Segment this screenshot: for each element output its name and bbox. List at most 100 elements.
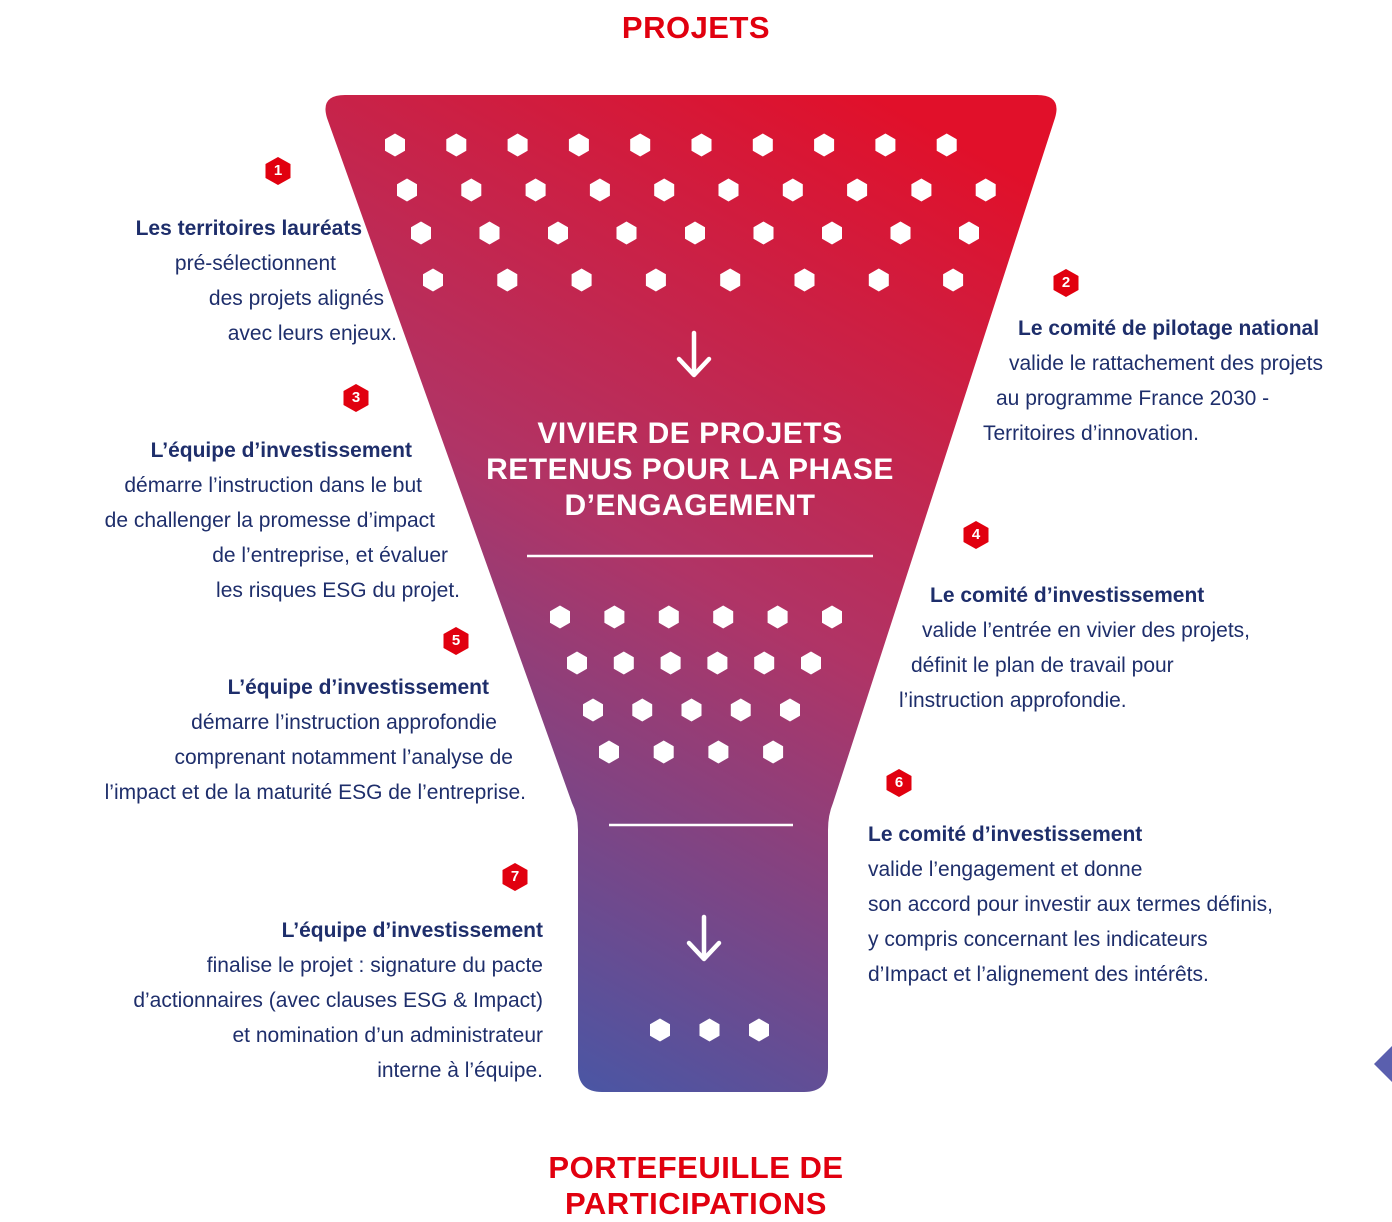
hexagon-icon (571, 268, 592, 292)
hexagon-icon (630, 133, 651, 157)
hexagon-icon (847, 178, 868, 202)
hexagon-icon (708, 740, 729, 764)
step-line: définit le plan de travail pour (911, 654, 1174, 677)
hexagon-icon (801, 651, 821, 675)
hexagon-icon (959, 221, 979, 245)
hexagon-icon (583, 698, 603, 722)
step-line: l’instruction approfondie. (899, 689, 1127, 712)
hexagon-icon (548, 221, 568, 245)
step-3-badge: 3 (341, 383, 371, 413)
step-line: son accord pour investir aux termes défi… (868, 893, 1274, 916)
pool-title-line: D’ENGAGEMENT (564, 489, 816, 522)
step-2-badge: 2 (1051, 268, 1081, 298)
step-line: y compris concernant les indicateurs (868, 928, 1208, 951)
top-title: PROJETS (621, 10, 771, 45)
step-line: pré-sélectionnent (174, 252, 336, 275)
hexagon-icon (525, 178, 546, 202)
bottom-title-line: PARTICIPATIONS (565, 1186, 827, 1221)
step-line: valide l’engagement et donne (868, 858, 1143, 881)
step-line: finalise le projet : signature du pacte (206, 954, 543, 977)
hexagon-icon (943, 268, 964, 292)
hexagon-icon (753, 221, 774, 245)
hexagon-icon (599, 740, 619, 764)
hexagon-icon (718, 178, 739, 202)
step-line: de challenger la promesse d’impact (104, 509, 435, 532)
hexagon-icon (730, 698, 751, 722)
step-title: Les territoires lauréats (135, 217, 362, 240)
hexagon-icon (754, 651, 775, 675)
step-line: des projets alignés (208, 287, 384, 310)
step-line: Territoires d’innovation. (983, 422, 1199, 445)
step-1-text: Les territoires lauréats pré-sélectionne… (135, 211, 397, 351)
hexagon-icon (616, 221, 637, 245)
hexagon-icon (707, 651, 728, 675)
hexagon-icon (589, 178, 610, 202)
hexagon-icon (654, 178, 675, 202)
hexagon-icon (568, 133, 589, 157)
step-line: comprenant notamment l’analyse de (174, 746, 513, 769)
pool-title: VIVIER DE PROJETS RETENUS POUR LA PHASE … (460, 416, 920, 524)
step-6-text: Le comité d’investissement valide l’enga… (868, 817, 1273, 992)
step-line: démarre l’instruction dans le but (124, 474, 422, 497)
step-6-badge: 6 (884, 768, 914, 798)
hexagon-icon (875, 133, 896, 157)
step-4-badge: 4 (961, 520, 991, 550)
hexagon-icon (567, 651, 587, 675)
hexagon-dots (385, 133, 996, 1042)
hexagon-icon (713, 605, 734, 629)
hexagon-icon (604, 605, 625, 629)
hexagon-icon (411, 221, 431, 245)
hexagon-icon (479, 221, 500, 245)
hexagon-icon (385, 133, 405, 157)
step-3-text: L’équipe d’investissement démarre l’inst… (105, 433, 460, 608)
hexagon-icon (685, 221, 705, 245)
step-line: valide l’entrée en vivier des projets, (922, 619, 1251, 642)
hexagon-icon (691, 133, 712, 157)
hexagon-icon (497, 268, 518, 292)
funnel-shape (325, 95, 1057, 1092)
hexagon-icon (681, 698, 702, 722)
hexagon-icon (911, 178, 932, 202)
hexagon-icon (890, 221, 911, 245)
hexagon-icon (653, 740, 674, 764)
pool-title-line: VIVIER DE PROJETS (537, 417, 843, 450)
hexagon-icon (782, 178, 803, 202)
hexagon-icon (423, 268, 443, 292)
step-line: valide le rattachement des projets (1009, 352, 1324, 375)
hexagon-icon (936, 133, 957, 157)
down-arrow-icon (686, 914, 722, 962)
hexagon-icon (749, 1018, 769, 1042)
step-line: au programme France 2030 - (996, 387, 1270, 410)
hexagon-icon (822, 605, 842, 629)
hexagon-icon (446, 133, 467, 157)
step-line: interne à l’équipe. (377, 1059, 543, 1082)
hexagon-icon (461, 178, 482, 202)
step-1-badge: 1 (263, 156, 293, 186)
hexagon-icon (752, 133, 773, 157)
hexagon-icon (507, 133, 528, 157)
step-title: L’équipe d’investissement (227, 676, 489, 699)
step-5-text: L’équipe d’investissement démarre l’inst… (105, 670, 526, 810)
step-7-badge: 7 (500, 862, 530, 892)
pool-title-line: RETENUS POUR LA PHASE (486, 453, 894, 486)
hexagon-icon (397, 178, 417, 202)
step-title: Le comité d’investissement (930, 584, 1205, 607)
hexagon-icon (763, 740, 784, 764)
step-line: de l’entreprise, et évaluer (212, 544, 448, 567)
hexagon-icon (699, 1018, 720, 1042)
down-arrow-icon (676, 330, 712, 378)
bottom-title: PORTEFEUILLE DE PARTICIPATIONS (0, 1150, 1392, 1222)
step-title: Le comité de pilotage national (1018, 317, 1320, 340)
step-line: l’impact et de la maturité ESG de l’entr… (104, 781, 526, 804)
hexagon-icon (660, 651, 681, 675)
step-title: Le comité d’investissement (868, 823, 1143, 846)
step-4-text: Le comité d’investissement valide l’entr… (899, 578, 1250, 718)
step-line: avec leurs enjeux. (227, 322, 397, 345)
hexagon-icon (650, 1018, 670, 1042)
step-title: L’équipe d’investissement (150, 439, 412, 462)
step-line: les risques ESG du projet. (216, 579, 460, 602)
step-line: d’actionnaires (avec clauses ESG & Impac… (133, 989, 543, 1012)
step-line: démarre l’instruction approfondie (191, 711, 497, 734)
step-7-text: L’équipe d’investissement finalise le pr… (133, 913, 543, 1088)
